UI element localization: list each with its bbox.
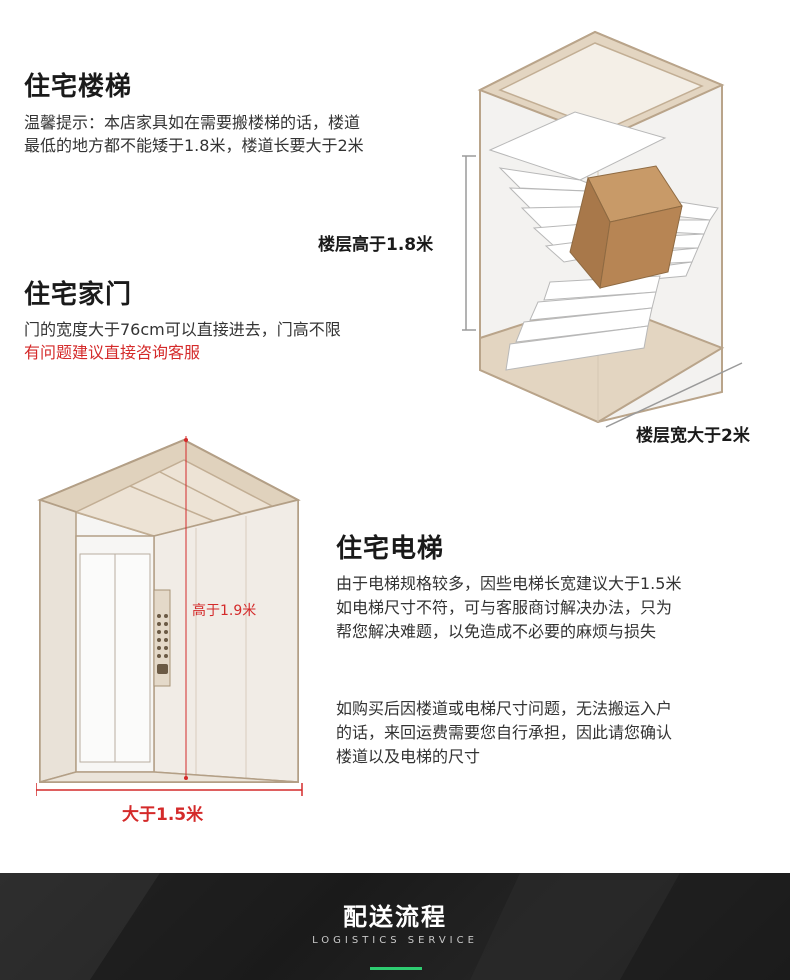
elevator-heading: 住宅电梯 xyxy=(336,534,445,564)
footer-subtitle: LOGISTICS SERVICE xyxy=(312,935,478,946)
footer-background-pattern xyxy=(0,873,790,980)
logistics-footer-banner: 配送流程 LOGISTICS SERVICE xyxy=(0,873,790,980)
elevator-width-label: 大于1.5米 xyxy=(122,805,204,825)
stairwell-illustration xyxy=(462,30,743,428)
elevator-line-2: 如电梯尺寸不符，可与客服商讨解决办法，只为 xyxy=(336,598,673,617)
elevator-line-3: 帮您解决难题，以免造成不必要的麻烦与损失 xyxy=(336,622,657,641)
stairs-height-label: 楼层高于1.8米 xyxy=(318,235,434,255)
door-width-line: 门的宽度大于76cm可以直接进去，门高不限 xyxy=(24,320,341,339)
door-consult-line: 有问题建议直接咨询客服 xyxy=(24,343,201,362)
elevator-height-label: 高于1.9米 xyxy=(192,603,257,619)
elevator-line-1: 由于电梯规格较多，因些电梯长宽建议大于1.5米 xyxy=(336,574,682,593)
footer-title: 配送流程 xyxy=(343,903,447,931)
door-heading: 住宅家门 xyxy=(24,280,133,310)
stairs-tip-line-1: 温馨提示：本店家具如在需要搬楼梯的话，楼道 xyxy=(24,113,361,132)
elevator-note-line-1: 如购买后因楼道或电梯尺寸问题，无法搬运入户 xyxy=(336,699,673,718)
elevator-note-line-2: 的话，来回运费需要您自行承担，因此请您确认 xyxy=(336,723,673,742)
footer-accent-bar xyxy=(370,967,422,970)
elevator-illustration xyxy=(36,436,303,796)
elevator-note-line-3: 楼道以及电梯的尺寸 xyxy=(336,747,481,766)
stairs-heading: 住宅楼梯 xyxy=(24,72,133,102)
stairs-width-label: 楼层宽大于2米 xyxy=(636,426,750,446)
stairs-tip-line-2: 最低的地方都不能矮于1.8米，楼道长要大于2米 xyxy=(24,136,364,155)
